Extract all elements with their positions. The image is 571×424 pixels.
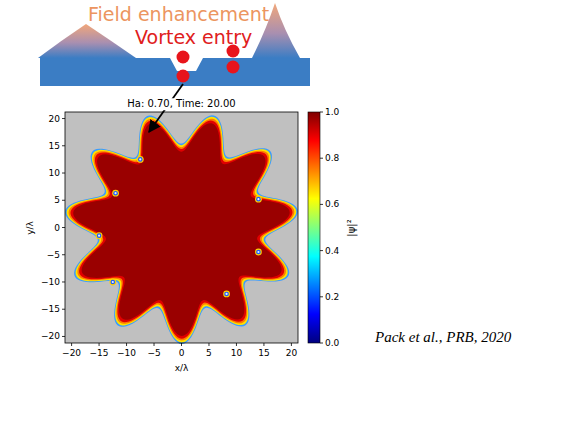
tick-label: 20 bbox=[49, 113, 60, 123]
tick-label: 0.2 bbox=[325, 292, 339, 302]
tick-mark bbox=[236, 343, 237, 346]
plot-title: Ha: 0.70, Time: 20.00 bbox=[125, 98, 237, 110]
tick-label: −5 bbox=[47, 250, 60, 260]
tick-label: 0 bbox=[54, 222, 60, 232]
tick-label: 20 bbox=[286, 348, 297, 358]
vortex-core bbox=[109, 279, 116, 286]
tick-label: 1.0 bbox=[325, 107, 339, 117]
tick-mark bbox=[320, 158, 323, 159]
tick-mark bbox=[291, 343, 292, 346]
vortex-core bbox=[96, 232, 103, 239]
substrate-band bbox=[40, 58, 310, 86]
tick-label: 0.6 bbox=[325, 199, 339, 209]
tick-mark bbox=[320, 250, 323, 251]
vortex-core bbox=[112, 190, 119, 197]
vortex-dot bbox=[177, 70, 190, 83]
tick-label: 0.8 bbox=[325, 153, 339, 163]
tick-label: −10 bbox=[41, 277, 60, 287]
tick-label: 15 bbox=[258, 348, 269, 358]
tick-label: −15 bbox=[41, 304, 60, 314]
colorbar-scale bbox=[308, 112, 320, 343]
vortex-core bbox=[137, 156, 144, 163]
tick-label: 0.4 bbox=[325, 245, 339, 255]
tick-mark bbox=[62, 118, 65, 119]
colorbar bbox=[308, 112, 323, 343]
tick-label: 10 bbox=[231, 348, 242, 358]
superconductor-region bbox=[67, 117, 297, 343]
tick-mark bbox=[263, 343, 264, 346]
tick-mark bbox=[320, 204, 323, 205]
plot-frame bbox=[65, 112, 298, 343]
vortex-core bbox=[223, 291, 230, 298]
tick-label: 5 bbox=[54, 195, 60, 205]
tick-mark bbox=[154, 343, 155, 346]
tick-mark bbox=[208, 343, 209, 346]
tick-mark bbox=[71, 343, 72, 346]
tick-label: −20 bbox=[62, 348, 81, 358]
tick-mark bbox=[62, 336, 65, 337]
superconductor-region bbox=[69, 119, 295, 341]
tick-label: 10 bbox=[49, 168, 60, 178]
plot-background bbox=[65, 112, 298, 343]
tick-label: −5 bbox=[147, 348, 160, 358]
tick-mark bbox=[320, 112, 323, 113]
vortex-dot bbox=[227, 61, 240, 74]
surface-sketch bbox=[38, 3, 310, 86]
tick-mark bbox=[320, 343, 323, 344]
superconductor-region bbox=[73, 123, 290, 336]
citation: Pack et al., PRB, 2020 bbox=[375, 329, 511, 346]
axis-label: y/λ bbox=[25, 221, 35, 235]
tick-mark bbox=[99, 343, 100, 346]
vortex-core bbox=[255, 249, 262, 256]
tick-label: 15 bbox=[49, 141, 60, 151]
tick-mark bbox=[62, 145, 65, 146]
vortex-dot bbox=[177, 51, 190, 64]
surface-bump bbox=[38, 24, 136, 58]
vortex-core bbox=[255, 196, 262, 203]
annotation-label: Field enhancement bbox=[88, 4, 269, 26]
tick-label: 5 bbox=[206, 348, 212, 358]
tick-mark bbox=[126, 343, 127, 346]
tick-label: −15 bbox=[90, 348, 109, 358]
tick-mark bbox=[62, 227, 65, 228]
tick-label: −10 bbox=[117, 348, 136, 358]
order-parameter-plot bbox=[62, 112, 298, 346]
superconductor-region bbox=[70, 121, 292, 339]
tick-mark bbox=[62, 309, 65, 310]
tick-mark bbox=[320, 296, 323, 297]
tick-label: 0 bbox=[179, 348, 185, 358]
tick-label: 0.0 bbox=[325, 338, 339, 348]
tick-mark bbox=[181, 343, 182, 346]
tick-label: −20 bbox=[41, 331, 60, 341]
axis-label: x/λ bbox=[175, 363, 189, 373]
annotation-label: Vortex entry bbox=[135, 27, 252, 49]
tick-mark bbox=[62, 200, 65, 201]
superconductor-region bbox=[65, 115, 298, 344]
tick-mark bbox=[62, 281, 65, 282]
tick-mark bbox=[62, 173, 65, 174]
colorbar-label: |ψ|² bbox=[346, 219, 358, 236]
tick-mark bbox=[62, 254, 65, 255]
